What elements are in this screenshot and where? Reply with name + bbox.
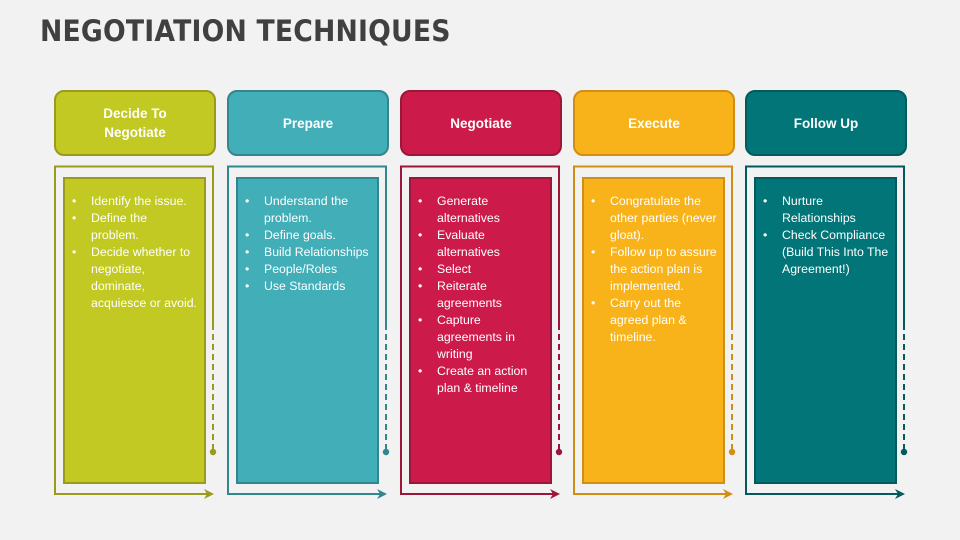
bullet-item: Carry out the agreed plan & timeline. bbox=[591, 295, 717, 346]
step-details: Generate alternativesEvaluate alternativ… bbox=[409, 177, 552, 484]
arrow-right-icon bbox=[204, 489, 214, 499]
bullet-item: Congratulate the other parties (never gl… bbox=[591, 193, 717, 244]
step-outline-arrow bbox=[400, 165, 563, 499]
bullet-item: Build Relationships bbox=[245, 244, 371, 261]
bullet-item: Use Standards bbox=[245, 278, 371, 295]
process-column: Follow Up Nurture RelationshipsCheck Com… bbox=[745, 0, 908, 540]
arrow-right-icon bbox=[550, 489, 560, 499]
bullet-item: Generate alternatives bbox=[418, 193, 544, 227]
step-header: Prepare bbox=[227, 90, 389, 156]
bullet-list: Congratulate the other parties (never gl… bbox=[584, 179, 723, 346]
bullet-item: Decide whether to negotiate, dominate, a… bbox=[72, 244, 198, 312]
step-header: Negotiate bbox=[400, 90, 562, 156]
bullet-item: Follow up to assure the action plan is i… bbox=[591, 244, 717, 295]
step-outline-arrow bbox=[573, 165, 736, 499]
bullet-item: Select bbox=[418, 261, 544, 278]
process-column: Decide To Negotiate Identify the issue.D… bbox=[54, 0, 217, 540]
step-details: Understand the problem.Define goals.Buil… bbox=[236, 177, 379, 484]
dot-icon bbox=[900, 448, 908, 456]
arrow-right-icon bbox=[377, 489, 387, 499]
process-column: Execute Congratulate the other parties (… bbox=[573, 0, 736, 540]
bullet-list: Generate alternativesEvaluate alternativ… bbox=[411, 179, 550, 397]
step-outline-arrow bbox=[54, 165, 217, 499]
bullet-item: Understand the problem. bbox=[245, 193, 371, 227]
bullet-list: Understand the problem.Define goals.Buil… bbox=[238, 179, 377, 295]
bullet-item: People/Roles bbox=[245, 261, 371, 278]
bullet-item: Reiterate agreements bbox=[418, 278, 544, 312]
dot-icon bbox=[728, 448, 736, 456]
process-column: Prepare Understand the problem.Define go… bbox=[227, 0, 390, 540]
bullet-item: Create an action plan & timeline bbox=[418, 363, 544, 397]
step-details: Nurture RelationshipsCheck Compliance (B… bbox=[754, 177, 897, 484]
step-details: Identify the issue.Define the problem.De… bbox=[63, 177, 206, 484]
step-header: Execute bbox=[573, 90, 735, 156]
step-heading: Execute bbox=[628, 115, 680, 131]
step-outline-arrow bbox=[227, 165, 390, 499]
step-outline-arrow bbox=[745, 165, 908, 499]
step-heading: Negotiate bbox=[450, 115, 512, 131]
bullet-item: Evaluate alternatives bbox=[418, 227, 544, 261]
bullet-item: Define goals. bbox=[245, 227, 371, 244]
step-details: Congratulate the other parties (never gl… bbox=[582, 177, 725, 484]
bullet-list: Identify the issue.Define the problem.De… bbox=[65, 179, 204, 312]
process-column: Negotiate Generate alternativesEvaluate … bbox=[400, 0, 563, 540]
bullet-item: Nurture Relationships bbox=[763, 193, 889, 227]
dot-icon bbox=[555, 448, 563, 456]
step-header: Decide To Negotiate bbox=[54, 90, 216, 156]
step-heading: Follow Up bbox=[793, 115, 859, 131]
arrow-right-icon bbox=[723, 489, 733, 499]
bullet-item: Capture agreements in writing bbox=[418, 312, 544, 363]
step-heading: Decide To Negotiate bbox=[103, 106, 167, 140]
arrow-right-icon bbox=[895, 489, 905, 499]
step-heading: Prepare bbox=[282, 115, 334, 131]
dot-icon bbox=[209, 448, 217, 456]
step-header: Follow Up bbox=[745, 90, 907, 156]
bullet-item: Check Compliance (Build This Into The Ag… bbox=[763, 227, 889, 278]
dot-icon bbox=[382, 448, 390, 456]
bullet-list: Nurture RelationshipsCheck Compliance (B… bbox=[756, 179, 895, 278]
bullet-item: Define the problem. bbox=[72, 210, 198, 244]
slide-title: NEGOTIATION TECHNIQUES bbox=[40, 14, 451, 48]
bullet-item: Identify the issue. bbox=[72, 193, 198, 210]
